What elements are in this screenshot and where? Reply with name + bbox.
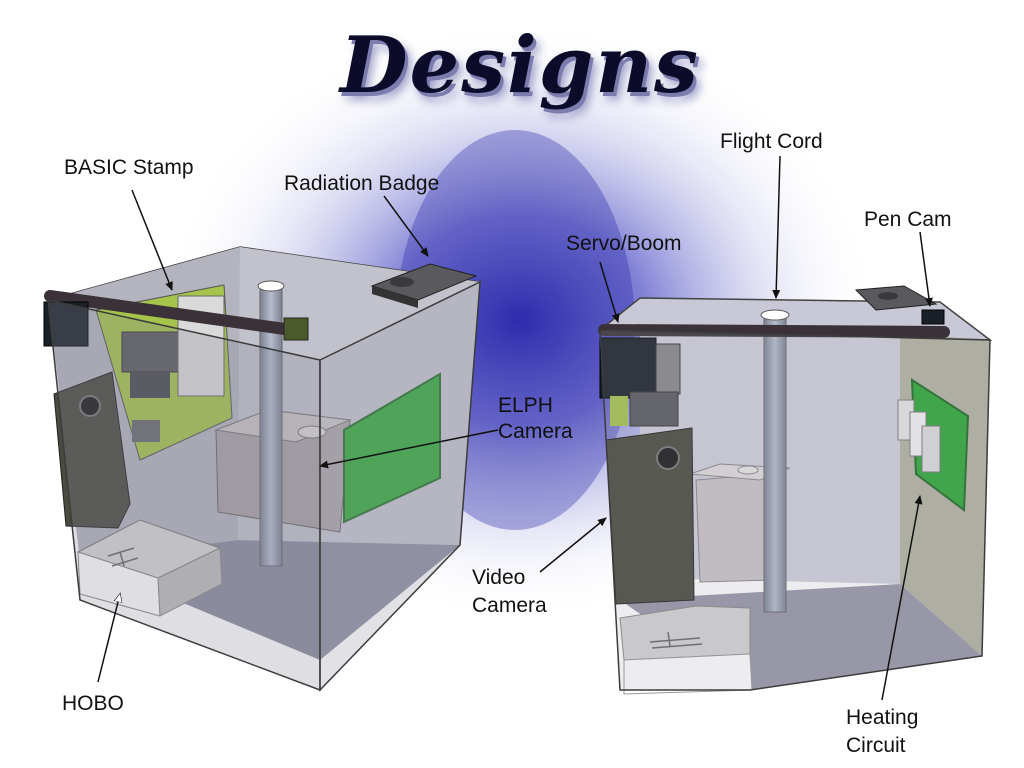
elph-camera-lens-top xyxy=(297,425,327,439)
arrow-video-camera xyxy=(539,517,607,573)
left-video-camera xyxy=(53,371,131,529)
right-box-front-face xyxy=(599,329,991,691)
right-hobo-mark xyxy=(649,631,703,649)
label-flight-cord: Flight Cord xyxy=(720,130,823,153)
left-boom xyxy=(44,290,298,336)
right-boom xyxy=(598,324,950,338)
left-video-camera-lens xyxy=(79,395,101,417)
left-box-front-face xyxy=(47,299,321,692)
right-servo-block xyxy=(655,343,681,395)
left-box xyxy=(43,246,483,692)
label-basic-stamp: BASIC Stamp xyxy=(64,156,194,179)
basic-stamp-part-2 xyxy=(132,420,160,442)
right-pole-top xyxy=(760,309,790,321)
arrow-pen-cam xyxy=(919,231,933,307)
label-heating-circuit-line2: Circuit xyxy=(846,734,906,757)
label-radiation-badge: Radiation Badge xyxy=(284,172,440,195)
basic-stamp-part xyxy=(130,372,170,398)
right-radiation-badge-disc xyxy=(878,292,898,300)
annotation-arrows xyxy=(97,155,933,701)
left-pen-cam xyxy=(283,317,309,341)
left-box-right-face xyxy=(319,280,481,692)
left-servo xyxy=(43,301,89,347)
left-hobo-mark xyxy=(107,547,139,567)
right-elph-lens xyxy=(737,465,759,475)
left-circuit-board xyxy=(343,372,441,524)
right-board-edge xyxy=(610,396,628,426)
arrow-elph-camera xyxy=(319,429,499,469)
label-elph-camera-line2: Camera xyxy=(498,420,573,443)
left-radiation-badge-disc xyxy=(390,277,414,287)
right-chip xyxy=(629,391,679,427)
right-pen-cam xyxy=(921,309,945,325)
label-hobo: HOBO xyxy=(62,692,124,715)
arrow-basic-stamp xyxy=(131,189,173,291)
label-video-camera-line1: Video xyxy=(472,566,526,589)
left-hobo-side xyxy=(157,547,223,617)
label-video-camera-line2: Camera xyxy=(472,594,547,617)
right-video-camera-lens xyxy=(656,446,680,470)
arrow-radiation-badge xyxy=(383,195,429,257)
arrow-servo-boom xyxy=(599,261,620,323)
arrow-hobo xyxy=(97,594,120,683)
label-servo-boom: Servo/Boom xyxy=(566,232,682,255)
label-pen-cam: Pen Cam xyxy=(864,208,952,231)
left-pole-top xyxy=(257,280,285,292)
page-title: Designs xyxy=(340,20,700,111)
arrow-heating-circuit xyxy=(881,495,923,701)
heating-circuit-resistor-3 xyxy=(921,425,941,473)
label-heating-circuit-line1: Heating xyxy=(846,706,919,729)
basic-stamp-chip xyxy=(121,331,183,373)
right-box xyxy=(597,285,993,695)
right-hobo-top xyxy=(619,605,751,661)
left-radiation-badge-side xyxy=(372,286,418,308)
arrow-flight-cord xyxy=(772,155,781,299)
label-elph-camera-line1: ELPH xyxy=(498,394,553,417)
